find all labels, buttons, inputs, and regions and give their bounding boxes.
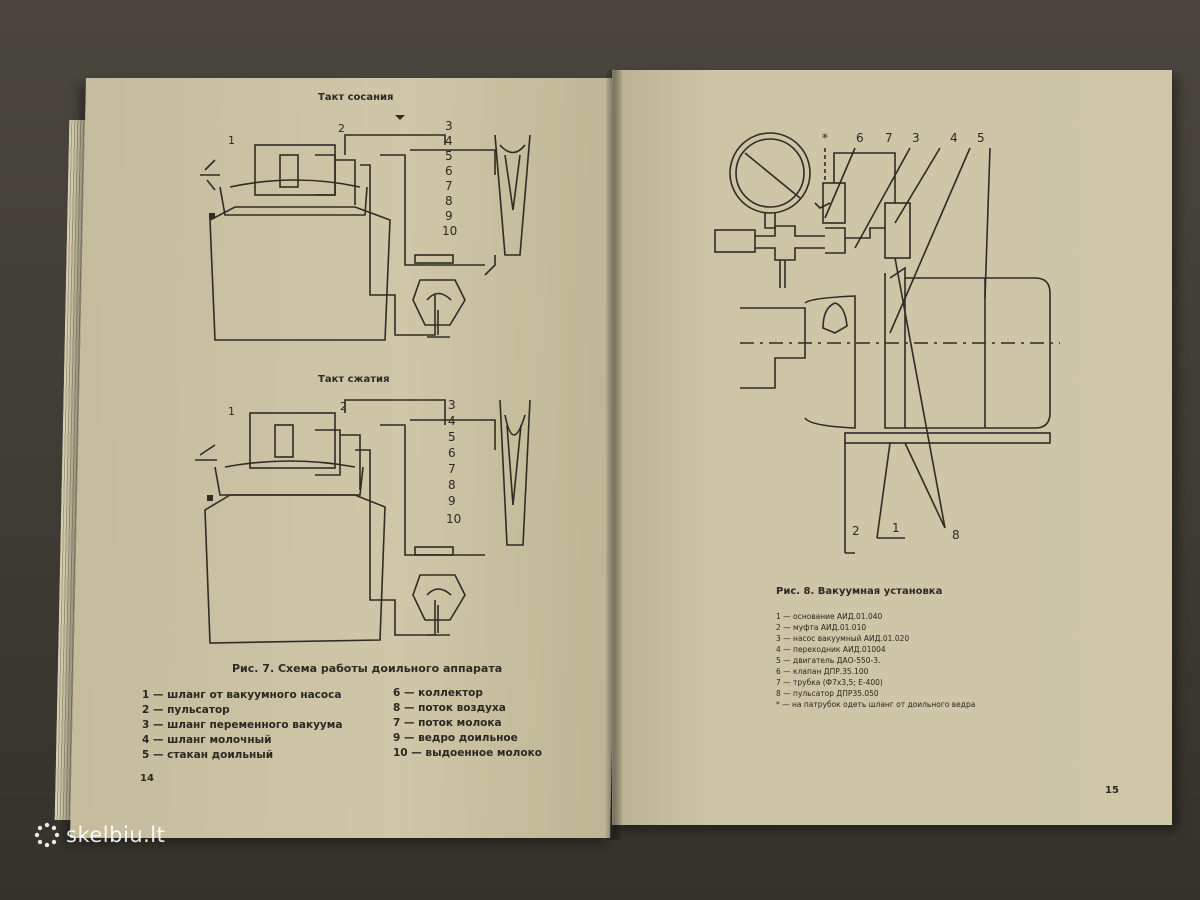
legend-item: 3 — шланг переменного вакуума <box>142 719 343 731</box>
legend-item: 1 — шланг от вакуумного насоса <box>142 689 342 701</box>
callout-top-8: 8 <box>445 194 453 208</box>
milking-diagram-compression <box>195 399 531 644</box>
callout-top-9: 9 <box>445 209 453 223</box>
callout-right-5: 5 <box>977 131 985 145</box>
left-page-number: 14 <box>140 773 154 784</box>
callout-bottom-9: 9 <box>448 494 456 508</box>
legend-item: 4 — переходник АИД.01004 <box>776 645 886 654</box>
legend-item: 9 — ведро доильное <box>393 732 518 744</box>
figure-7-caption: Рис. 7. Схема работы доильного аппарата <box>232 662 503 675</box>
callout-bottom-6: 6 <box>448 446 456 460</box>
callout-right-1: 1 <box>892 521 900 535</box>
legend-item: 4 — шланг молочный <box>142 734 272 746</box>
callout-right-7: 7 <box>885 131 893 145</box>
callout-top-5: 5 <box>445 149 453 163</box>
callout-top-1: 1 <box>228 134 235 147</box>
right-page <box>612 70 1172 825</box>
legend-item: 1 — основание АИД.01.040 <box>776 612 883 621</box>
callout-bottom-7: 7 <box>448 462 456 476</box>
legend-left-col2: 6 — коллектор 8 — поток воздуха 7 — пото… <box>393 686 542 761</box>
diagram-bottom-title: Такт сжатия <box>318 374 390 385</box>
callout-top-3: 3 <box>445 119 453 133</box>
legend-item: 5 — стакан доильный <box>142 749 274 761</box>
watermark: skelbiu.lt <box>34 822 165 848</box>
callout-top-10: 10 <box>442 224 458 238</box>
callout-top-6: 6 <box>445 164 453 178</box>
legend-item: 8 — пульсатор ДПР35.050 <box>776 689 879 698</box>
callout-bottom-1: 1 <box>228 405 235 418</box>
callout-bottom-3: 3 <box>448 398 456 412</box>
legend-item: 5 — двигатель ДАО-550-3. <box>776 656 881 665</box>
callout-right-3: 3 <box>912 131 920 145</box>
callout-top-2: 2 <box>338 122 345 135</box>
legend-item: 2 — пульсатор <box>142 704 230 716</box>
right-page-number: 15 <box>1105 785 1119 796</box>
legend-right: 1 — основание АИД.01.040 2 — муфта АИД.0… <box>776 611 975 710</box>
callout-bottom-8: 8 <box>448 478 456 492</box>
legend-item: * — на патрубок одеть шланг от доильного… <box>776 700 976 709</box>
callout-right-6: 6 <box>856 131 864 145</box>
milking-diagram-suction <box>200 115 531 341</box>
callout-right-4: 4 <box>950 131 958 145</box>
watermark-text: skelbiu.lt <box>66 823 166 847</box>
callout-bottom-10: 10 <box>446 512 462 526</box>
legend-item: 2 — муфта АИД.01.010 <box>776 623 867 632</box>
legend-item: 3 — насос вакуумный АИД.01.020 <box>776 634 910 643</box>
callout-top-7: 7 <box>445 179 453 193</box>
legend-item: 7 — поток молока <box>393 717 502 729</box>
callout-bottom-2: 2 <box>340 400 347 413</box>
book-gutter <box>606 70 622 840</box>
legend-item: 7 — трубка (Ф7х3,5; Е-400) <box>776 678 883 687</box>
legend-item: 6 — коллектор <box>393 687 483 699</box>
callout-right-2: 2 <box>852 524 860 538</box>
legend-item: 8 — поток воздуха <box>393 702 506 714</box>
legend-item: 6 — клапан ДПР.35.100 <box>776 667 869 676</box>
callout-right-8: 8 <box>952 528 960 542</box>
watermark-logo-icon <box>34 822 60 848</box>
legend-item: 10 — выдоенное молоко <box>393 747 542 759</box>
figure-8-caption: Рис. 8. Вакуумная установка <box>776 586 943 597</box>
callout-bottom-4: 4 <box>448 414 456 428</box>
vacuum-unit-drawing <box>714 132 1060 554</box>
diagram-top-title: Такт сосания <box>318 92 394 103</box>
callout-right-star: * <box>822 131 828 145</box>
legend-left-col1: 1 — шланг от вакуумного насоса 2 — пульс… <box>142 688 342 763</box>
callout-bottom-5: 5 <box>448 430 456 444</box>
callout-top-4: 4 <box>445 134 453 148</box>
